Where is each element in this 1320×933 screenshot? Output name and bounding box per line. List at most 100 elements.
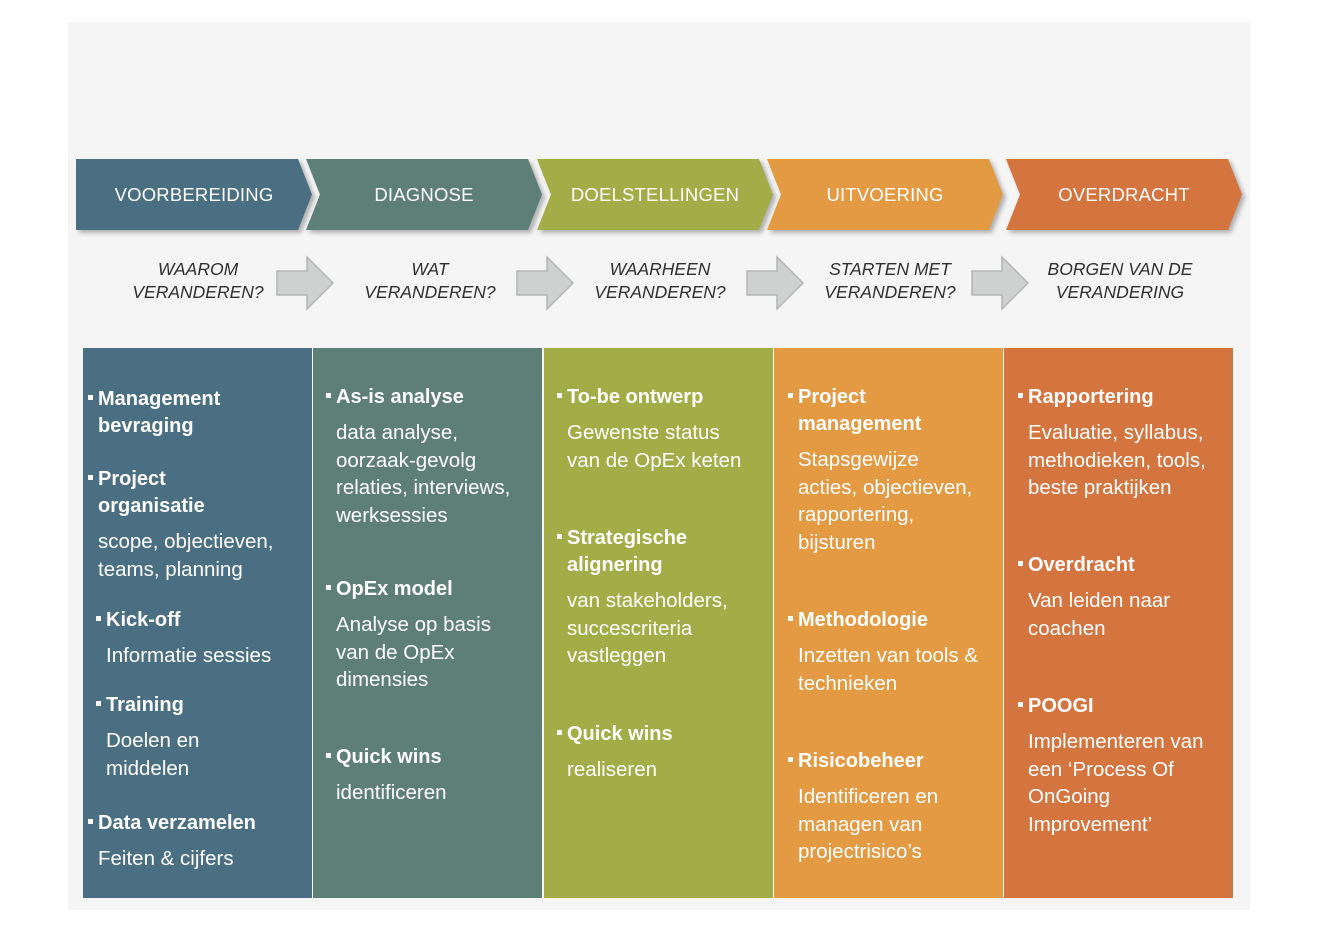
question-line: WAARHEEN [609, 259, 711, 279]
heading-line: As-is analyse [336, 386, 464, 408]
right-arrow-icon [746, 255, 805, 311]
item-heading: Kick-off [96, 607, 308, 634]
description-line: managen van [798, 812, 923, 836]
right-arrow-icon [516, 255, 575, 311]
heading-line: Management [98, 388, 221, 410]
bullet-square-icon [1018, 702, 1023, 707]
description-line: oorzaak-gevolg [336, 448, 477, 472]
heading-line: To-be ontwerp [567, 386, 704, 408]
bullet-square-icon [326, 753, 331, 758]
arrow-shape [516, 255, 575, 311]
item-heading: POOGI [1018, 693, 1229, 720]
chevron-fill [306, 159, 542, 230]
bullet-square-icon [557, 393, 562, 398]
item-description: Feiten & cijfers [88, 845, 308, 873]
item-description: realiseren [557, 756, 769, 784]
heading-line: bevraging [98, 415, 194, 437]
bullet-square-icon [557, 534, 562, 539]
item-heading: Training [96, 692, 308, 719]
chevron-shape [767, 159, 1003, 230]
heading-line: Overdracht [1028, 554, 1135, 576]
description-line: middelen [106, 756, 190, 780]
description-line: Gewenste status [567, 421, 720, 444]
chevron-shape [76, 159, 312, 230]
chevron-fill [537, 159, 773, 230]
description-line: technieken [798, 671, 898, 695]
heading-line: Quick wins [336, 746, 442, 768]
description-line: OnGoing [1028, 785, 1111, 808]
item-heading: OpEx model [326, 576, 538, 603]
heading-line: management [798, 413, 922, 435]
question-line: VERANDEREN? [824, 282, 956, 302]
bullet-square-icon [88, 395, 93, 400]
item-description: Identificeren en managen van projectrisico… [788, 783, 999, 866]
question-line: WAAROM [157, 259, 239, 279]
description-line: scope, objectieven, [98, 530, 274, 553]
description-line: dimensies [336, 668, 429, 691]
heading-line: Data verzamelen [98, 812, 256, 834]
phase-question-5: BORGEN VAN DE VERANDERING [1020, 258, 1220, 304]
chevron-shape [1006, 159, 1242, 230]
description-line: relaties, interviews, [336, 476, 511, 499]
description-line: Stapsgewijze [798, 448, 919, 471]
column-item: Quick wins identificeren [326, 744, 538, 807]
heading-line: Methodologie [798, 609, 928, 631]
heading-line: Kick-off [106, 609, 181, 631]
item-heading: Management bevraging [88, 386, 308, 440]
phase-label: DOELSTELLINGEN [570, 183, 740, 205]
question-line: WAT [411, 259, 449, 279]
question-line: BORGEN VAN DE [1047, 259, 1193, 279]
description-line: Identificeren en [798, 785, 939, 808]
question-line: VERANDERING [1055, 282, 1185, 302]
item-heading: To-be ontwerp [557, 384, 769, 411]
phase-label: UITVOERING [826, 183, 944, 205]
item-description: identificeren [326, 779, 538, 807]
description-line: van stakeholders, [567, 589, 728, 612]
description-line: Improvement’ [1028, 812, 1153, 836]
item-heading: Quick wins [326, 744, 538, 771]
bullet-square-icon [88, 475, 93, 480]
description-line: Inzetten van tools & [798, 644, 979, 667]
description-line: Evaluatie, syllabus, [1028, 421, 1204, 444]
bullet-square-icon [788, 616, 793, 621]
item-description: scope, objectieven, teams, planning [88, 528, 308, 583]
question-line: VERANDEREN? [132, 282, 264, 302]
heading-line: OpEx model [336, 578, 453, 600]
bullet-square-icon [1018, 393, 1023, 398]
description-line: een ‘Process Of [1028, 757, 1174, 781]
chevron-shape [306, 159, 542, 230]
phase-question-1: WAAROM VERANDEREN? [98, 258, 298, 304]
column-item: Strategische alignering van stakeholders, s… [557, 525, 769, 670]
description-line: Analyse op basis [336, 613, 491, 636]
description-line: realiseren [567, 758, 658, 781]
phase-label: VOORBEREIDING [114, 183, 274, 205]
chevron-fill [1006, 159, 1242, 230]
phase-chevron-4: UITVOERING [767, 159, 1003, 230]
heading-line: Strategische [567, 527, 688, 549]
phase-chevron-3: DOELSTELLINGEN [537, 159, 773, 230]
description-line: teams, planning [98, 557, 243, 581]
bullet-square-icon [96, 701, 101, 706]
phase-chevron-2: DIAGNOSE [306, 159, 542, 230]
phase-chevron-5: OVERDRACHT [1006, 159, 1242, 230]
arrow-shape [746, 255, 805, 311]
description-line: coachen [1028, 616, 1106, 640]
heading-line: alignering [567, 554, 663, 576]
description-line: projectrisico’s [798, 840, 922, 863]
description-line: succescriteria [567, 616, 693, 640]
bullet-square-icon [326, 585, 331, 590]
